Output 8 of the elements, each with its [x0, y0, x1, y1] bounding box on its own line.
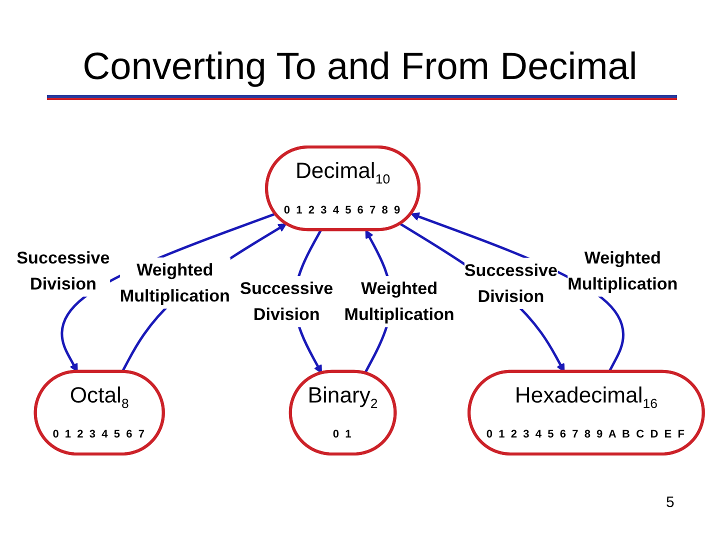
edge-label: Weighted Multiplication — [344, 278, 454, 324]
edge-label: Successive Division — [464, 260, 558, 306]
edge-label: Weighted Multiplication — [120, 260, 230, 306]
edge-label: Weighted Multiplication — [568, 248, 678, 294]
title: Converting To and From Decimal — [82, 45, 638, 90]
edge-label: Successive Division — [240, 278, 334, 324]
page-number: 5 — [666, 494, 674, 511]
edge-label: Successive Division — [16, 248, 110, 294]
